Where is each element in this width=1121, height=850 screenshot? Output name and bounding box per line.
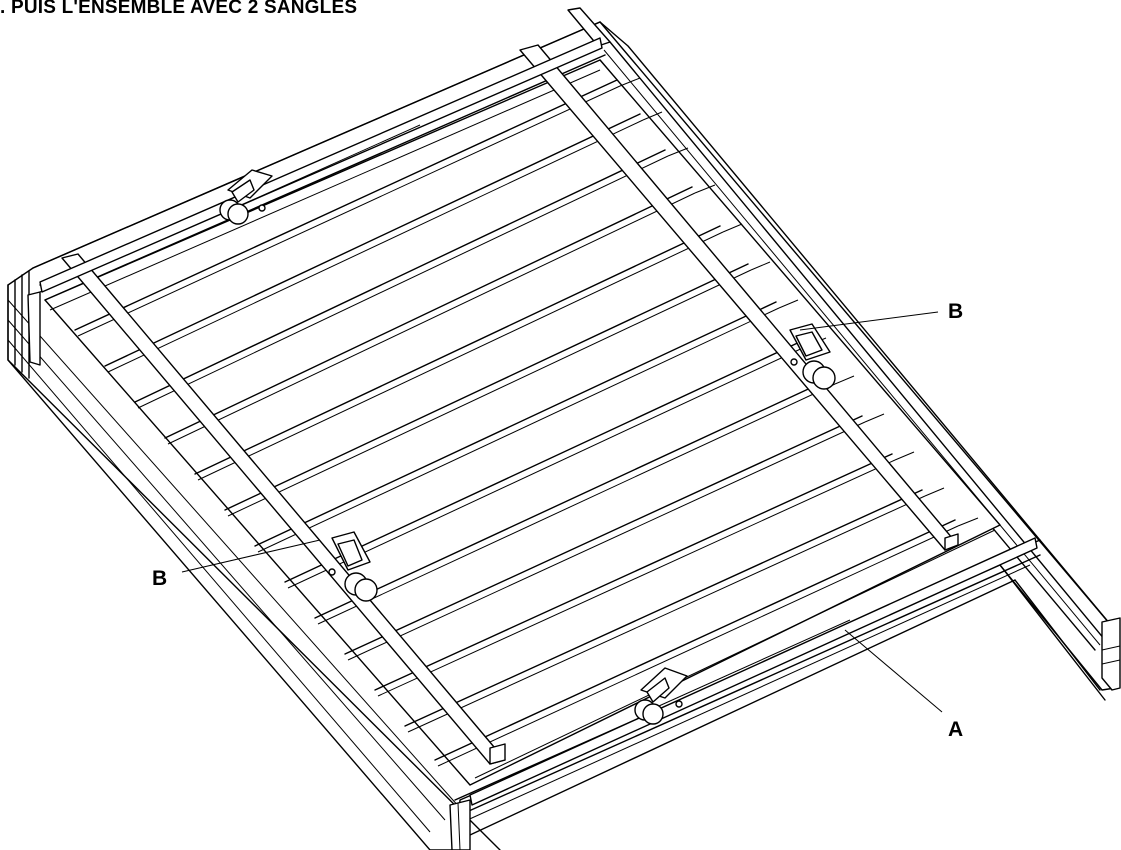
leader-b-upper (799, 311, 939, 331)
ratchet-buckle-lower-left (328, 531, 378, 602)
slat (134, 149, 669, 409)
slat (104, 113, 644, 373)
slat (404, 489, 926, 733)
slat (434, 519, 959, 767)
slat (284, 339, 808, 589)
strap-left (61, 253, 506, 765)
slat (344, 415, 866, 661)
page-title: . PUIS L'ENSEMBLE AVEC 2 SANGLES (0, 0, 358, 18)
leader-a (844, 629, 943, 713)
slat (74, 79, 621, 337)
callout-a: A (948, 718, 963, 741)
slat (164, 186, 696, 445)
slat (194, 225, 724, 481)
callout-b-upper: B (948, 300, 963, 323)
pallet-slats (74, 77, 979, 767)
strap-top (39, 37, 603, 293)
slat (224, 263, 752, 517)
strap-bottom (469, 537, 1038, 806)
leader-b-lower (181, 539, 321, 573)
ratchet-buckle-top (219, 169, 273, 225)
ratchet-buckle-bottom (634, 667, 688, 725)
ratchet-buckle-upper-right (789, 323, 836, 390)
slat (374, 453, 896, 697)
slat (314, 377, 836, 625)
strap-right (519, 44, 959, 551)
slat (254, 301, 780, 553)
callout-b-lower: B (152, 567, 167, 590)
